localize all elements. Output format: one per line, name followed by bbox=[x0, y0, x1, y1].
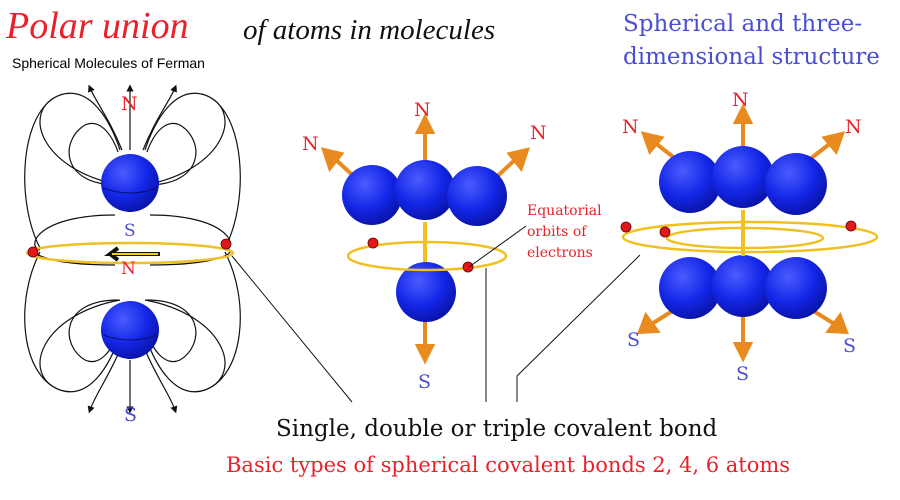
atom-right-4 bbox=[659, 257, 721, 319]
pole-middle-left: N bbox=[302, 133, 319, 155]
atom-right-1 bbox=[659, 151, 721, 213]
electron-right-2 bbox=[659, 226, 671, 238]
atom-middle-1 bbox=[342, 165, 402, 225]
pole-left-bottom-north: N bbox=[121, 259, 136, 279]
pole-middle-top: N bbox=[414, 99, 431, 121]
pole-right-right: N bbox=[845, 116, 862, 138]
pole-right-left: N bbox=[622, 116, 639, 138]
pole-left-bottom-south: S bbox=[124, 404, 137, 426]
orbit-left bbox=[25, 241, 235, 265]
electron-left-1 bbox=[27, 246, 39, 258]
bottom-caption: Basic types of spherical covalent bonds … bbox=[226, 453, 791, 477]
leader-lines bbox=[231, 225, 641, 403]
pole-right-bottom-left: S bbox=[627, 329, 640, 351]
pole-right-bottom-right: S bbox=[843, 335, 856, 357]
atom-middle-3 bbox=[447, 166, 507, 226]
pole-middle-right: N bbox=[530, 122, 547, 144]
atom-right-3 bbox=[765, 153, 827, 215]
electron-right-3 bbox=[845, 220, 857, 232]
electron-middle-2 bbox=[462, 261, 474, 273]
title-rest: of atoms in molecules bbox=[243, 14, 496, 46]
pole-right-top: N bbox=[732, 89, 749, 111]
orbit-right-outer bbox=[621, 220, 879, 254]
pole-right-bottom: S bbox=[736, 363, 749, 385]
heading-right: Spherical and three-dimensional structur… bbox=[623, 11, 880, 70]
electron-middle-1 bbox=[367, 237, 379, 249]
atom-right-6 bbox=[765, 257, 827, 319]
bond-caption: Single, double or triple covalent bond bbox=[276, 416, 718, 442]
atom-middle-4 bbox=[396, 262, 456, 322]
atom-right-5 bbox=[712, 255, 774, 317]
pole-left-top-south: S bbox=[124, 221, 136, 241]
title-highlight: Polar union bbox=[6, 5, 189, 47]
electron-right-1 bbox=[620, 221, 632, 233]
atom-right-2 bbox=[712, 146, 774, 208]
atom-middle-2 bbox=[395, 160, 455, 220]
subtitle: Spherical Molecules of Ferman bbox=[12, 55, 205, 71]
orbit-label: Equatorial orbits of electrons bbox=[527, 203, 602, 261]
electron-left-2 bbox=[220, 238, 232, 250]
pole-middle-bottom: S bbox=[418, 371, 431, 393]
orbit-right-inner bbox=[665, 226, 825, 250]
atom-left-bottom bbox=[101, 301, 159, 359]
orbit-middle bbox=[346, 240, 508, 272]
pole-left-top-north: N bbox=[121, 93, 138, 115]
field-lines-upper bbox=[34, 84, 231, 251]
atom-left-top bbox=[101, 154, 159, 212]
